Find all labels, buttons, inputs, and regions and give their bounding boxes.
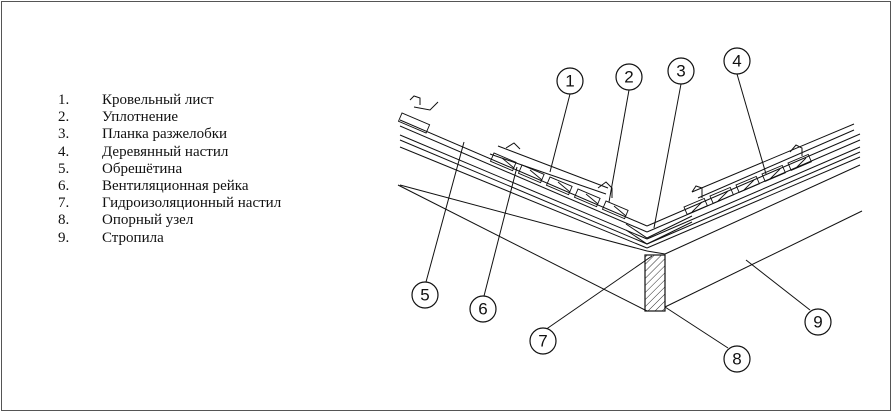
legend-number: 2. bbox=[58, 109, 70, 126]
callout-4: 4 bbox=[723, 47, 751, 75]
batten-marks bbox=[397, 112, 812, 220]
callout-circle bbox=[667, 57, 695, 85]
left-roofing-sheet bbox=[409, 95, 613, 198]
legend-label: Планка разжелобки bbox=[102, 126, 228, 143]
right-rafter-edge bbox=[664, 210, 863, 308]
callout-number: 2 bbox=[624, 68, 633, 87]
callout-1: 1 bbox=[556, 67, 584, 95]
right-roofing-sheet bbox=[691, 123, 855, 199]
legend-label: Опорный узел bbox=[102, 212, 194, 229]
legend-number: 8. bbox=[58, 212, 70, 229]
legend-number: 3. bbox=[58, 126, 70, 143]
legend-list: 1. Кровельный лист 2. Уплотнение 3. Планка … bbox=[58, 92, 281, 247]
support-beam bbox=[644, 254, 666, 312]
callout-8: 8 bbox=[723, 345, 751, 373]
callout-6: 6 bbox=[469, 295, 497, 323]
callout-5: 5 bbox=[411, 281, 439, 309]
legend-label: Кровельный лист bbox=[102, 92, 214, 108]
callout-2: 2 bbox=[615, 63, 643, 91]
legend-number: 6. bbox=[58, 177, 70, 194]
left-rafter-edge bbox=[397, 184, 648, 312]
left-slope-layers bbox=[399, 119, 648, 252]
callout-9: 9 bbox=[804, 308, 832, 336]
legend-label: Гидроизоляционный настил bbox=[102, 195, 282, 212]
legend-label: Обрешётина bbox=[102, 160, 183, 177]
legend-number: 9. bbox=[58, 229, 70, 246]
callout-circle bbox=[411, 281, 439, 309]
callout-circle bbox=[804, 308, 832, 336]
legend-number: 1. bbox=[58, 92, 70, 108]
callout-circle bbox=[615, 63, 643, 91]
legend-label: Уплотнение bbox=[102, 109, 179, 126]
legend-item: 3. Планка разжелобки bbox=[58, 126, 281, 143]
legend-item: 9. Стропила bbox=[58, 230, 281, 247]
callout-number: 4 bbox=[732, 52, 741, 71]
callout-circle bbox=[723, 47, 751, 75]
callout-number: 5 bbox=[420, 286, 429, 305]
callout-circle bbox=[556, 67, 584, 95]
callout-circle bbox=[469, 295, 497, 323]
legend-number: 7. bbox=[58, 195, 70, 212]
legend-item: 5. Обрешётина bbox=[58, 161, 281, 178]
callout-number: 8 bbox=[732, 350, 741, 369]
leader-lines bbox=[425, 73, 811, 349]
legend-number: 4. bbox=[58, 143, 70, 160]
callout-number: 1 bbox=[565, 72, 574, 91]
right-slope-layers bbox=[646, 133, 861, 255]
callout-circle bbox=[723, 345, 751, 373]
legend-label: Стропила bbox=[102, 229, 164, 246]
legend-item: 2. Уплотнение bbox=[58, 109, 281, 126]
callout-7: 7 bbox=[529, 327, 557, 355]
callout-number: 7 bbox=[538, 332, 547, 351]
legend-item: 1. Кровельный лист bbox=[58, 92, 281, 109]
valley-flashing bbox=[625, 215, 693, 245]
legend-label: Деревянный настил bbox=[102, 143, 229, 160]
legend-item: 6. Вентиляционная рейка bbox=[58, 178, 281, 195]
callout-number: 3 bbox=[676, 62, 685, 81]
callout-number: 9 bbox=[813, 313, 822, 332]
support-top-line bbox=[646, 250, 666, 255]
callout-number: 6 bbox=[478, 300, 487, 319]
legend-item: 4. Деревянный настил bbox=[58, 144, 281, 161]
callout-3: 3 bbox=[667, 57, 695, 85]
legend-number: 5. bbox=[58, 160, 70, 177]
legend-item: 7. Гидроизоляционный настил bbox=[58, 195, 281, 212]
legend-item: 8. Опорный узел bbox=[58, 212, 281, 229]
legend-label: Вентиляционная рейка bbox=[102, 177, 249, 194]
callout-circle bbox=[529, 327, 557, 355]
